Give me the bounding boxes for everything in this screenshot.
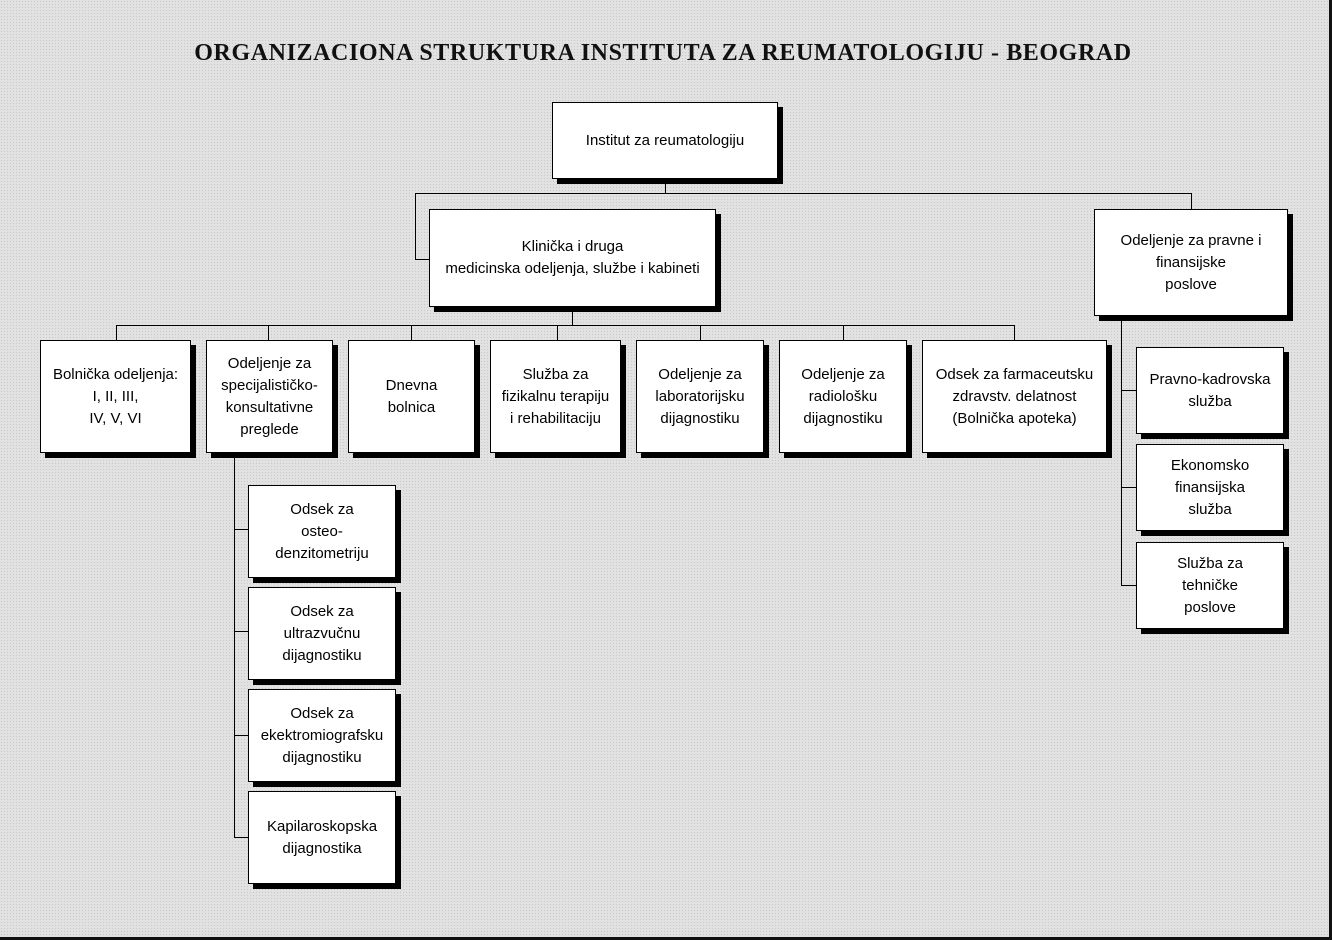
window-border-right xyxy=(1329,0,1332,940)
node-electromyography: Odsek za ekektromiografsku dijagnostiku xyxy=(248,689,396,782)
node-pharmacy: Odsek za farmaceutsku zdravstv. delatnos… xyxy=(922,340,1107,453)
node-legal-hr-service: Pravno-kadrovska služba xyxy=(1136,347,1284,434)
node-technical-service: Služba za tehničke poslove xyxy=(1136,542,1284,629)
window-border-bottom xyxy=(0,937,1332,940)
node-physical-therapy: Služba za fizikalnu terapiju i rehabilit… xyxy=(490,340,621,453)
node-clinical-departments: Klinička i druga medicinska odeljenja, s… xyxy=(429,209,716,307)
node-day-hospital: Dnevna bolnica xyxy=(348,340,475,453)
node-hospital-wards: Bolnička odeljenja: I, II, III, IV, V, V… xyxy=(40,340,191,453)
node-capillaroscopy: Kapilaroskopska dijagnostika xyxy=(248,791,396,884)
node-radiology-diagnostics: Odeljenje za radiološku dijagnostiku xyxy=(779,340,907,453)
node-laboratory-diagnostics: Odeljenje za laboratorijsku dijagnostiku xyxy=(636,340,764,453)
node-legal-finance-dept: Odeljenje za pravne i finansijske poslov… xyxy=(1094,209,1288,316)
node-osteodensitometry: Odsek za osteo- denzitometriju xyxy=(248,485,396,578)
chart-title: ORGANIZACIONA STRUKTURA INSTITUTA ZA REU… xyxy=(194,40,1132,66)
node-ultrasound: Odsek za ultrazvučnu dijagnostiku xyxy=(248,587,396,680)
node-economic-finance-service: Ekonomsko finansijska služba xyxy=(1136,444,1284,531)
node-specialist-consult: Odeljenje za specijalističko- konsultati… xyxy=(206,340,333,453)
node-institute-root: Institut za reumatologiju xyxy=(552,102,778,179)
